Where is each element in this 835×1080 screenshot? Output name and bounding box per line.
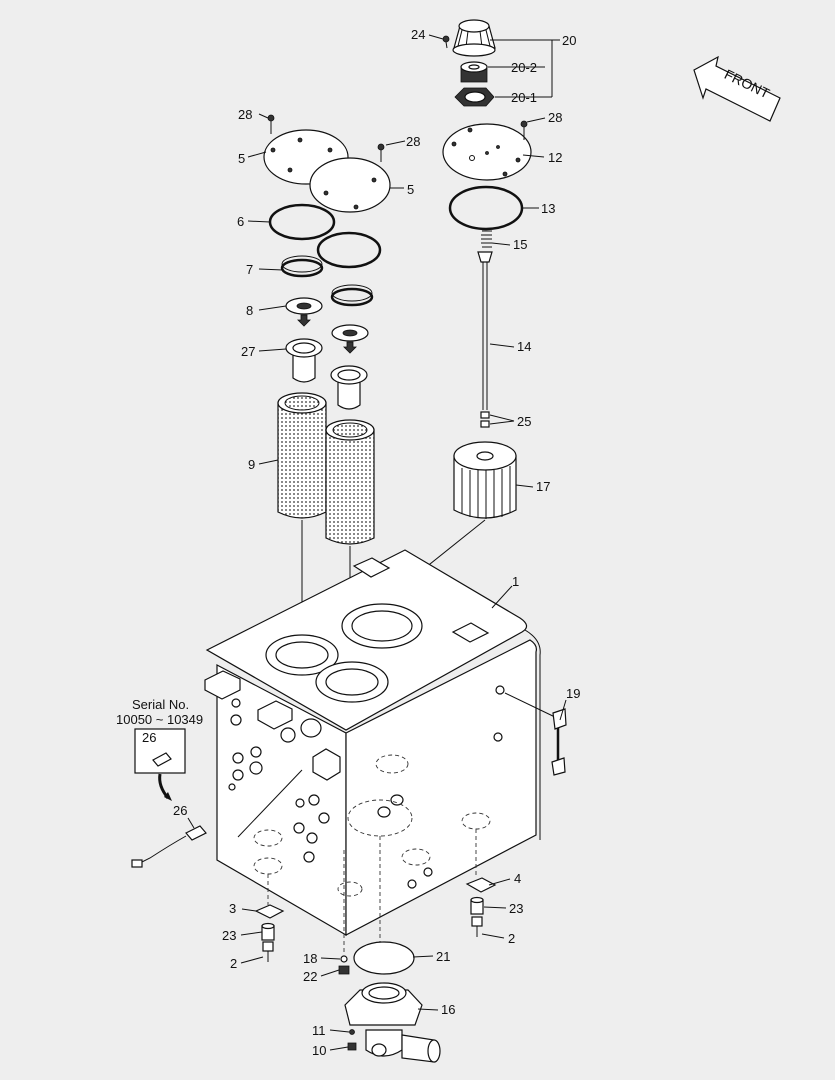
callout-3: 3 [229,901,236,916]
callout-24: 24 [411,27,425,42]
callout-labels: 1 2 2 2 3 4 5 5 6 7 8 9 10 11 12 13 14 1… [173,27,580,1058]
callout-20-1: 20-1 [511,90,537,105]
callout-20-2: 20-2 [511,60,537,75]
callout-2: 2 [230,956,237,971]
spring-15 [481,230,492,248]
valve-8 [285,297,369,354]
callout-22: 22 [303,969,317,984]
bracket-3 [254,904,285,919]
callout-19: 19 [566,686,580,701]
callout-5: 5 [407,182,414,197]
bolt-28-right [520,120,528,140]
bolt-2-right [471,916,483,937]
callout-13: 13 [541,201,555,216]
callout-27: 27 [241,344,255,359]
plug-18-22 [338,955,350,975]
callout-8: 8 [246,303,253,318]
bushing-23-right [470,896,484,915]
gasket-21 [353,941,415,975]
callout-10: 10 [312,1043,326,1058]
bolt-28-left [267,114,275,134]
callout-7: 7 [246,262,253,277]
oring-13 [448,185,524,231]
callout-21: 21 [436,949,450,964]
return-filter-17 [453,441,517,519]
hydraulic-tank-1 [204,549,541,955]
sensor-26 [131,825,207,868]
cover-plate-12 [442,123,532,181]
breather-cap [452,19,496,57]
strainer-27 [285,338,368,410]
callout-1: 1 [512,574,519,589]
serial-box: Serial No. 10050 ~ 10349 26 [116,697,203,801]
callout-28: 28 [238,107,252,122]
callout-23: 23 [509,901,523,916]
callout-9: 9 [248,457,255,472]
callout-6: 6 [237,214,244,229]
level-gauge-19 [504,692,567,776]
bolt-28-mid [377,143,385,162]
breather-gasket [454,87,495,107]
callout-23: 23 [222,928,236,943]
callout-11: 11 [312,1023,326,1038]
bushing-23-left [261,922,275,941]
serial-line1: Serial No. [132,697,189,712]
suction-pipe-16 [344,982,441,1063]
spring-7 [280,255,374,307]
screw-24 [442,35,450,49]
callout-2: 2 [508,931,515,946]
bolt-10-11 [347,1029,357,1051]
serial-line2: 10050 ~ 10349 [116,712,203,727]
callout-16: 16 [441,1002,455,1017]
rod-14 [477,251,493,428]
callout-14: 14 [517,339,531,354]
cover-plate-5-right [309,157,391,213]
front-arrow-icon: FRONT [693,55,781,122]
callout-12: 12 [548,150,562,165]
callout-25: 25 [517,414,531,429]
callout-5: 5 [238,151,245,166]
suction-filter-9-left [277,392,327,519]
callout-4: 4 [514,871,521,886]
callout-28: 28 [548,110,562,125]
bracket-4 [465,877,497,893]
suction-filter-9-right [325,419,375,545]
oring-6 [268,203,382,269]
bolt-2-left [262,941,274,962]
callout-17: 17 [536,479,550,494]
callout-26: 26 [173,803,187,818]
callout-20: 20 [562,33,576,48]
serial-inner-label: 26 [142,730,156,745]
callout-18: 18 [303,951,317,966]
callout-28: 28 [406,134,420,149]
callout-15: 15 [513,237,527,252]
breather-element [460,61,488,83]
